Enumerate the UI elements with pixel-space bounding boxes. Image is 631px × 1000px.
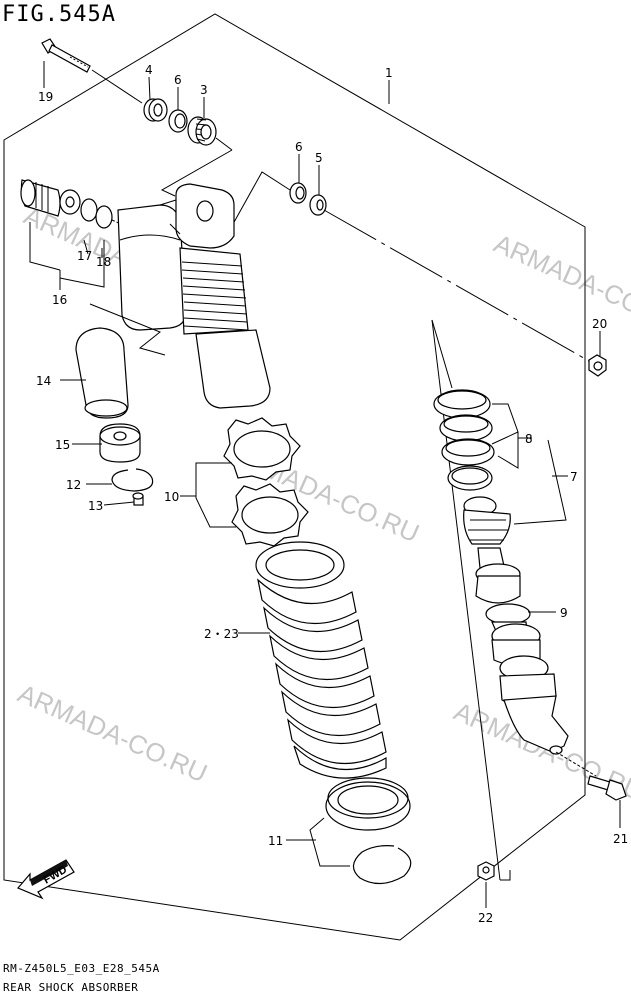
seal-8c — [441, 438, 495, 466]
lock-nut-10b — [231, 483, 309, 547]
valve-13 — [132, 492, 144, 506]
callout-leaders — [43, 61, 601, 506]
seal-8b — [439, 414, 493, 442]
callout-5: 5 — [315, 151, 323, 165]
callout-12: 12 — [66, 478, 81, 492]
callout-18: 18 — [96, 255, 111, 269]
damper-rod-9 — [463, 496, 569, 755]
reservoir-end-cap-15 — [99, 423, 141, 463]
assembly-frame — [3, 13, 586, 941]
axis-upper — [431, 319, 453, 389]
bracket-7 — [513, 439, 567, 525]
figure-title: FIG.545A — [2, 2, 116, 27]
callout-20: 20 — [592, 317, 607, 331]
leader-19-axis — [91, 69, 143, 104]
spring-2 — [255, 541, 387, 779]
seal-7-ring — [447, 465, 493, 491]
callout-16: 16 — [52, 293, 67, 307]
axis-to-nut-20 — [323, 209, 597, 366]
circlip-12 — [111, 468, 154, 492]
o-ring-17 — [80, 198, 98, 222]
callout-6-top: 6 — [174, 73, 182, 87]
callout-4: 4 — [145, 63, 153, 77]
diagram-code: RM-Z450L5_E03_E28_545A — [3, 962, 160, 975]
watermark-4: ARMADA-CO.RU — [14, 678, 212, 788]
callout-3: 3 — [200, 83, 208, 97]
leader-6b-axis — [227, 171, 291, 234]
callout-22: 22 — [478, 911, 493, 925]
axis-lower-bolt — [555, 751, 597, 777]
callout-13: 13 — [88, 499, 103, 513]
diagram-caption: REAR SHOCK ABSORBER — [3, 981, 139, 994]
watermark-2: ARMADA-CO.RU — [490, 228, 631, 338]
callout-14: 14 — [36, 374, 51, 388]
bracket-16-right — [59, 240, 105, 288]
o-ring-18 — [95, 205, 113, 229]
callout-2-23: 2・23 — [204, 627, 239, 641]
callout-9: 9 — [560, 606, 568, 620]
callout-7: 7 — [570, 470, 578, 484]
seal-8a — [433, 389, 491, 419]
callout-15: 15 — [55, 438, 70, 452]
fwd-arrow-icon: FWD — [17, 859, 75, 900]
callout-1: 1 — [385, 66, 393, 80]
bracket-8-bottom — [497, 432, 519, 469]
bladder-14 — [75, 327, 129, 419]
leader-14-link — [89, 303, 166, 356]
leader-axis-top — [215, 137, 233, 151]
callout-17: 17 — [77, 249, 92, 263]
spring-seat-11 — [325, 777, 411, 831]
shock-body-1 — [117, 183, 271, 409]
leader-axis-top-2 — [160, 149, 233, 197]
bracket-10 — [195, 462, 236, 528]
nut-22 — [477, 861, 495, 881]
spring-clip-11 — [352, 845, 412, 885]
bracket-16-left — [29, 222, 61, 271]
bracket-8-top — [491, 403, 519, 445]
bolt-19 — [41, 38, 91, 73]
callout-19: 19 — [38, 90, 53, 104]
seal-6a — [168, 109, 188, 133]
callout-10: 10 — [164, 490, 179, 504]
bracket-11 — [309, 817, 350, 867]
bearing-3 — [187, 116, 217, 146]
callout-21: 21 — [613, 832, 628, 846]
fwd-label: FWD — [42, 864, 70, 887]
collar-4 — [143, 98, 168, 122]
axis-lower-end — [500, 870, 511, 881]
bolt-21 — [587, 775, 627, 801]
seal-6b — [289, 182, 307, 204]
lock-nut-10a — [223, 417, 301, 481]
callout-6-mid: 6 — [295, 140, 303, 154]
callout-8: 8 — [525, 432, 533, 446]
reservoir-cap-16 — [20, 179, 81, 217]
washer-5 — [309, 194, 327, 216]
callout-11: 11 — [268, 834, 283, 848]
callouts: 19 4 6 3 6 5 1 20 17 18 16 14 15 12 13 1… — [36, 63, 628, 925]
nut-20 — [588, 354, 607, 377]
